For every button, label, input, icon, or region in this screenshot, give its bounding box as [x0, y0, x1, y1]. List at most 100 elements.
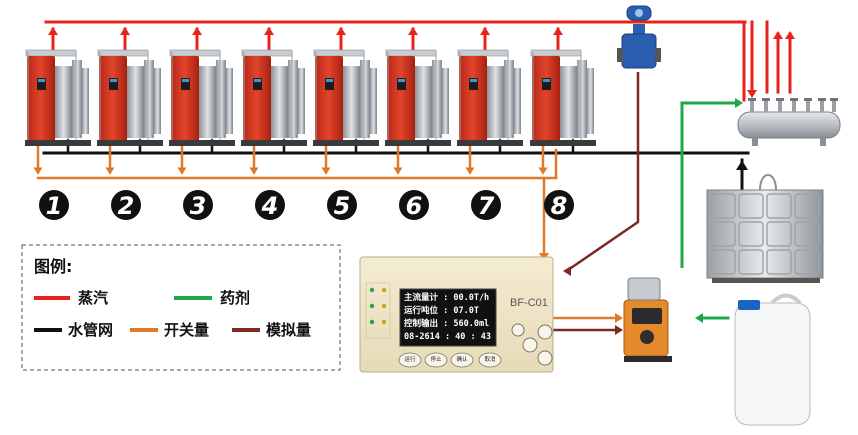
button-shape	[450, 352, 474, 368]
button-shape	[398, 352, 422, 368]
boiler-panel	[325, 78, 334, 90]
led-yellow	[381, 303, 387, 309]
badge-circle	[471, 190, 501, 220]
barrel-cap	[738, 300, 760, 310]
boiler-display	[326, 79, 333, 82]
header-port-1	[750, 100, 754, 112]
water-tank	[706, 174, 824, 283]
boiler-top-rail	[169, 49, 221, 57]
button-label: 取消	[484, 355, 496, 363]
boiler-pipe	[442, 68, 449, 134]
boiler-number-badge-4: 4	[255, 190, 285, 220]
boiler-panel	[181, 78, 190, 90]
controller-button-2[interactable]: 停止	[424, 352, 448, 368]
header-valve-1	[748, 98, 756, 101]
boiler-chimney	[432, 60, 442, 138]
controller-model: BF-C01	[510, 297, 548, 309]
badge-circle	[544, 190, 574, 220]
boiler-base	[530, 140, 596, 146]
header-port-3	[778, 100, 782, 112]
boiler-display	[110, 79, 117, 82]
tank-panel	[766, 249, 792, 275]
legend-label: 蒸汽	[78, 289, 108, 307]
tank-body	[706, 189, 824, 279]
boiler-panel	[109, 78, 118, 90]
boiler-chimney	[216, 60, 226, 138]
boiler-base	[25, 140, 91, 146]
boiler-side-tank	[415, 66, 432, 138]
boiler-side-tank	[343, 66, 360, 138]
controller-button-3[interactable]: 确认	[450, 352, 474, 368]
steam-arrow-4	[264, 27, 274, 35]
badge-number: 6	[406, 192, 423, 220]
boiler-body	[27, 56, 55, 142]
led-green	[369, 303, 375, 309]
boiler-number-badge-2: 2	[111, 190, 141, 220]
boiler-panel	[397, 78, 406, 90]
boiler-side-tank	[560, 66, 577, 138]
boiler-base	[457, 140, 523, 146]
boiler-side-tank	[127, 66, 144, 138]
legend-item-3: 水管网	[34, 321, 113, 339]
switch-arrow-1	[33, 167, 43, 175]
boiler-display	[38, 79, 45, 82]
pipe-lines	[33, 20, 795, 335]
dpad-extra	[511, 323, 525, 337]
switch-arrow-7	[465, 167, 475, 175]
header-port-6	[820, 100, 824, 112]
led-yellow	[381, 287, 387, 293]
pump-display	[632, 308, 662, 324]
boiler-display	[182, 79, 189, 82]
switch-arrow-5	[321, 167, 331, 175]
header-valve-6	[818, 98, 826, 101]
legend: 图例:蒸汽药剂水管网开关量模拟量	[21, 244, 341, 371]
flowmeter-flange-left	[617, 48, 623, 62]
boiler-body	[532, 56, 560, 142]
dpad-up	[537, 324, 553, 340]
badge-circle	[183, 190, 213, 220]
steam-arrow-to-header	[747, 90, 757, 98]
boiler-display	[398, 79, 405, 82]
steam-arrow-3	[192, 27, 202, 35]
switch-arrow-pump	[615, 313, 623, 323]
controller-button-1[interactable]: 运行	[398, 352, 422, 368]
boiler-pipe	[587, 68, 594, 134]
boiler-number-badge-6: 6	[399, 190, 429, 220]
boiler-chimney	[288, 60, 298, 138]
badge-number: 8	[551, 192, 568, 220]
boiler-top-rail	[25, 49, 77, 57]
boiler-top-rail	[530, 49, 582, 57]
boiler-chimney	[72, 60, 82, 138]
lcd-line-3: 控制输出 : 560.0ml	[404, 318, 489, 329]
boiler-base	[313, 140, 379, 146]
boiler-number-badge-1: 1	[39, 190, 69, 220]
lcd-line-2: 运行吨位 : 07.0T	[404, 305, 479, 316]
boiler-pipe	[226, 68, 233, 134]
boiler-top-rail	[457, 49, 509, 57]
controller-button-4[interactable]: 取消	[478, 352, 502, 368]
steam-arrow-2	[120, 27, 130, 35]
flowmeter-body	[621, 33, 657, 69]
boiler-number-badge-3: 3	[183, 190, 213, 220]
boiler-body	[99, 56, 127, 142]
boiler-chimney	[144, 60, 154, 138]
barrel-handle	[770, 293, 802, 305]
header-valve-5	[804, 98, 812, 101]
flowmeter	[617, 5, 661, 69]
tank-panel	[794, 193, 820, 219]
badge-number: 7	[478, 192, 495, 220]
tank-panel	[794, 221, 820, 247]
pump-base	[624, 356, 672, 362]
boiler-2	[97, 49, 163, 146]
boiler-top-rail	[241, 49, 293, 57]
boiler-base	[241, 140, 307, 146]
boiler-1	[25, 49, 91, 146]
boiler-side-tank	[271, 66, 288, 138]
legend-title: 图例:	[34, 257, 72, 276]
boiler-body	[315, 56, 343, 142]
boiler-pipe	[370, 68, 377, 134]
